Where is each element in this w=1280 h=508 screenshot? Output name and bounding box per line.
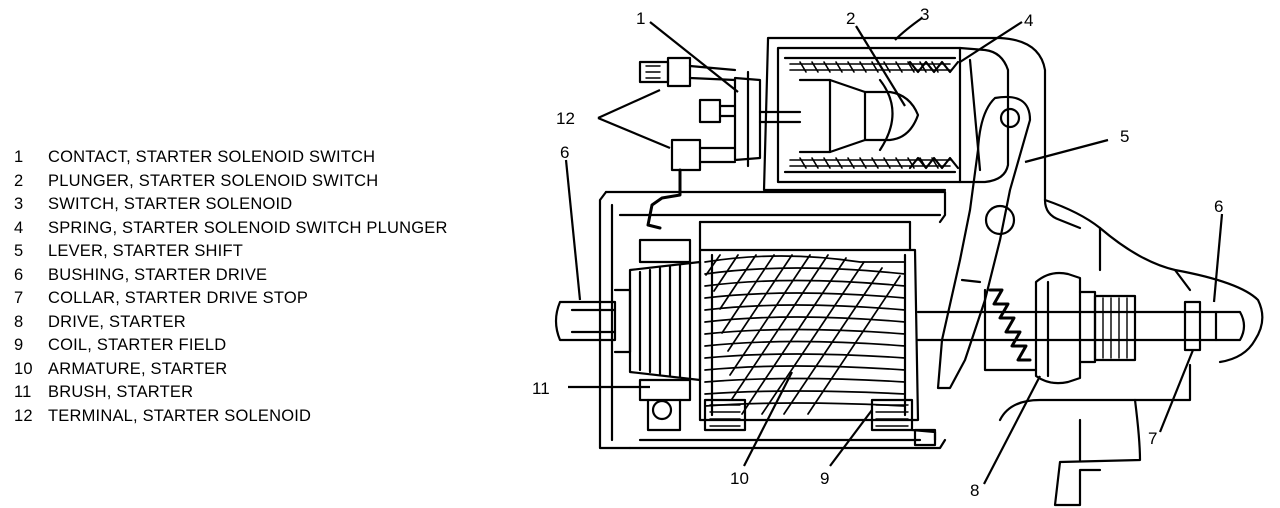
parts-legend: 1 CONTACT, STARTER SOLENOID SWITCH 2 PLUNG… [14,146,448,428]
callout-3: 3 [920,5,929,24]
callout-6-right: 6 [1214,197,1223,216]
callout-labels: 1 2 3 4 5 6 6 7 8 9 10 11 12 [532,5,1223,500]
legend-item: 2 PLUNGER, STARTER SOLENOID SWITCH [14,170,448,194]
rear-bushing [554,288,632,354]
callout-8: 8 [970,481,979,500]
solenoid-plunger [798,78,920,154]
callout-4: 4 [1024,11,1033,30]
callout-12: 12 [556,109,575,128]
commutator [628,260,702,382]
legend-item: 4 SPRING, STARTER SOLENOID SWITCH PLUNGER [14,217,448,241]
legend-item: 9 COIL, STARTER FIELD [14,334,448,358]
legend-number: 1 [14,148,24,166]
legend-item: 7 COLLAR, STARTER DRIVE STOP [14,287,448,311]
shift-lever [936,95,1032,390]
legend-number: 3 [14,195,24,213]
solenoid-contact [733,70,802,168]
armature-core [698,248,920,422]
legend-label: COLLAR, STARTER DRIVE STOP [48,289,309,307]
legend-label: ARMATURE, STARTER [48,359,228,378]
drive-shaft [916,310,1202,342]
legend-item: 8 DRIVE, STARTER [14,311,448,335]
solenoid-terminals [638,56,737,172]
legend-label: BRUSH, STARTER [48,383,194,401]
legend-label: TERMINAL, STARTER SOLENOID [48,406,312,425]
legend-label: LEVER, STARTER SHIFT [48,242,244,260]
solenoid-housing [762,36,1082,230]
legend-label: SWITCH, STARTER SOLENOID [48,195,293,213]
legend-label: DRIVE, STARTER [48,312,186,331]
legend-item: 3 SWITCH, STARTER SOLENOID [14,193,448,217]
legend-number: 8 [14,312,24,331]
legend-number: 5 [14,242,24,260]
starter-drive [983,271,1137,385]
legend-label: PLUNGER, STARTER SOLENOID SWITCH [48,171,379,190]
legend-number: 4 [14,218,24,237]
armature-windings [704,254,906,415]
legend-item: 12 TERMINAL, STARTER SOLENOID [14,405,448,429]
motor-frame [598,190,947,450]
legend-number: 10 [14,359,33,378]
legend-label: SPRING, STARTER SOLENOID SWITCH PLUNGER [48,218,448,237]
legend-number: 12 [14,406,33,425]
legend-item: 1 CONTACT, STARTER SOLENOID SWITCH [14,146,448,170]
legend-item: 11 BRUSH, STARTER [14,381,448,405]
frame-clamp [913,428,937,447]
leader-lines [564,17,1224,485]
callout-1: 1 [636,9,645,28]
legend-number: 7 [14,289,24,307]
callout-5: 5 [1120,127,1129,146]
legend-number: 2 [14,171,24,190]
callout-10: 10 [730,469,749,488]
drive-end-housing [998,198,1264,507]
legend-item: 5 LEVER, STARTER SHIFT [14,240,448,264]
callout-7: 7 [1148,429,1157,448]
plunger-spring [908,60,960,170]
legend-label: CONTACT, STARTER SOLENOID SWITCH [48,148,376,166]
legend-number: 9 [14,336,24,354]
callout-9: 9 [820,469,829,488]
legend-number: 6 [14,265,24,284]
callout-2: 2 [846,9,855,28]
legend-label: BUSHING, STARTER DRIVE [48,265,268,284]
callout-6-left: 6 [560,143,569,162]
drive-stop-collar [1183,300,1246,352]
legend-label: COIL, STARTER FIELD [48,336,227,354]
callout-11: 11 [532,379,550,398]
legend-item: 10 ARMATURE, STARTER [14,358,448,382]
legend-item: 6 BUSHING, STARTER DRIVE [14,264,448,288]
brush-assembly [638,238,692,432]
legend-number: 11 [14,383,32,401]
field-lead-wire [646,168,682,230]
